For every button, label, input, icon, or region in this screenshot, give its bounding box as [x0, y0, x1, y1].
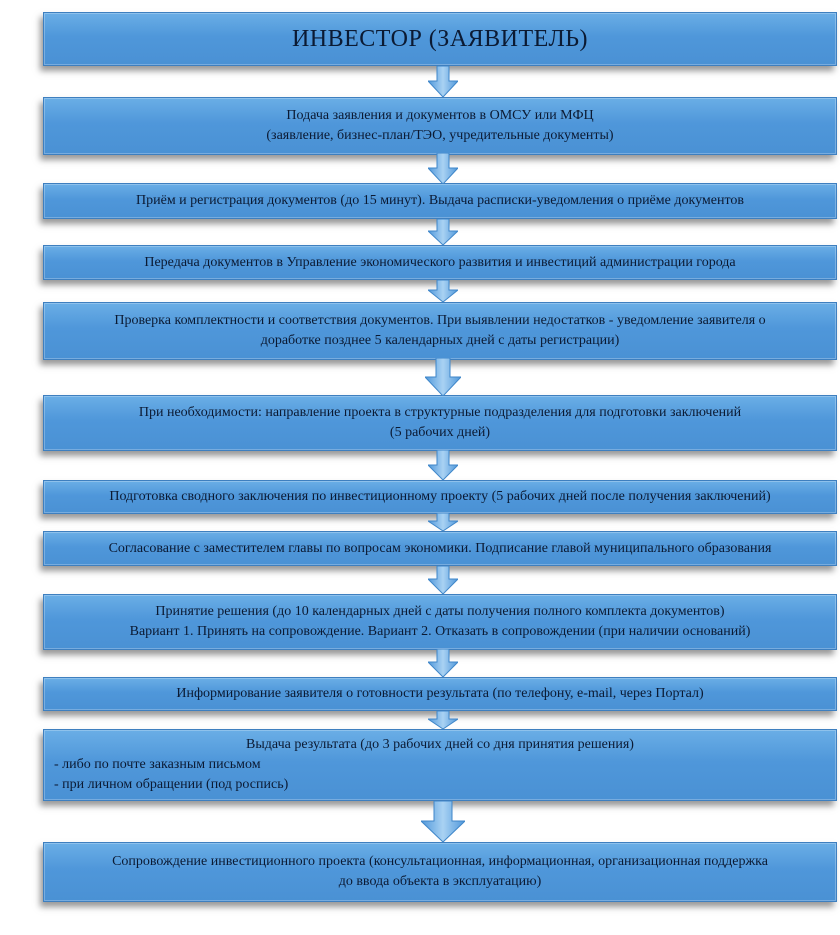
- arrow-down-icon: [421, 801, 465, 842]
- arrow-down-icon: [428, 711, 458, 729]
- step-inform-text: Информирование заявителя о готовности ре…: [176, 686, 704, 701]
- step-direct-line-1: При необходимости: направление проекта в…: [138, 405, 742, 420]
- step-summary: Подготовка сводного заключения по инвест…: [43, 480, 837, 514]
- step-issue-line-3: - при личном обращении (под роспись): [54, 777, 289, 792]
- arrow-down-icon: [428, 513, 458, 531]
- arrow-down-icon: [425, 358, 461, 396]
- step-check-line-2: доработке позднее 5 календарных дней с д…: [260, 333, 620, 348]
- step-investor-text: ИНВЕСТОР (ЗАЯВИТЕЛЬ): [291, 26, 589, 52]
- step-decision: Принятие решения (до 10 календарных дней…: [43, 594, 837, 650]
- step-transfer-text: Передача документов в Управление экономи…: [144, 254, 736, 270]
- step-approve: Согласование с заместителем главы по воп…: [43, 531, 837, 566]
- arrow-down-icon: [428, 280, 458, 302]
- step-submit-line-2: (заявление, бизнес-план/ТЭО, учредительн…: [266, 128, 614, 143]
- step-issue: Выдача результата (до 3 рабочих дней со …: [43, 729, 837, 801]
- arrow-down-icon: [428, 219, 458, 245]
- arrow-down-icon: [428, 450, 458, 480]
- step-approve-text: Согласование с заместителем главы по воп…: [108, 540, 772, 556]
- step-support-line-1: Сопровождение инвестиционного проекта (к…: [112, 854, 768, 869]
- step-check-line-1: Проверка комплектности и соответствия до…: [114, 313, 766, 328]
- step-submit: Подача заявления и документов в ОМСУ или…: [43, 97, 837, 155]
- step-transfer: Передача документов в Управление экономи…: [43, 245, 837, 280]
- step-inform: Информирование заявителя о готовности ре…: [43, 677, 837, 711]
- step-register-text: Приём и регистрация документов (до 15 ми…: [136, 193, 744, 208]
- step-summary-text: Подготовка сводного заключения по инвест…: [109, 489, 771, 504]
- step-investor: ИНВЕСТОР (ЗАЯВИТЕЛЬ): [43, 12, 837, 66]
- step-support: Сопровождение инвестиционного проекта (к…: [43, 842, 837, 902]
- step-decision-line-1: Принятие решения (до 10 календарных дней…: [155, 604, 725, 619]
- arrow-down-icon: [428, 66, 458, 97]
- step-issue-line-2: - либо по почте заказным письмом: [54, 757, 261, 772]
- arrow-down-icon: [428, 566, 458, 594]
- arrow-down-icon: [428, 649, 458, 677]
- step-register: Приём и регистрация документов (до 15 ми…: [43, 183, 837, 219]
- step-direct: При необходимости: направление проекта в…: [43, 395, 837, 451]
- step-submit-line-1: Подача заявления и документов в ОМСУ или…: [286, 108, 594, 123]
- step-check: Проверка комплектности и соответствия до…: [43, 302, 837, 360]
- step-issue-line-1: Выдача результата (до 3 рабочих дней со …: [246, 737, 634, 752]
- step-support-line-2: до ввода объекта в эксплуатацию): [338, 874, 542, 889]
- step-direct-line-2: (5 рабочих дней): [389, 425, 491, 440]
- step-decision-line-2: Вариант 1. Принять на сопровождение. Вар…: [129, 624, 751, 639]
- arrow-down-icon: [428, 153, 458, 184]
